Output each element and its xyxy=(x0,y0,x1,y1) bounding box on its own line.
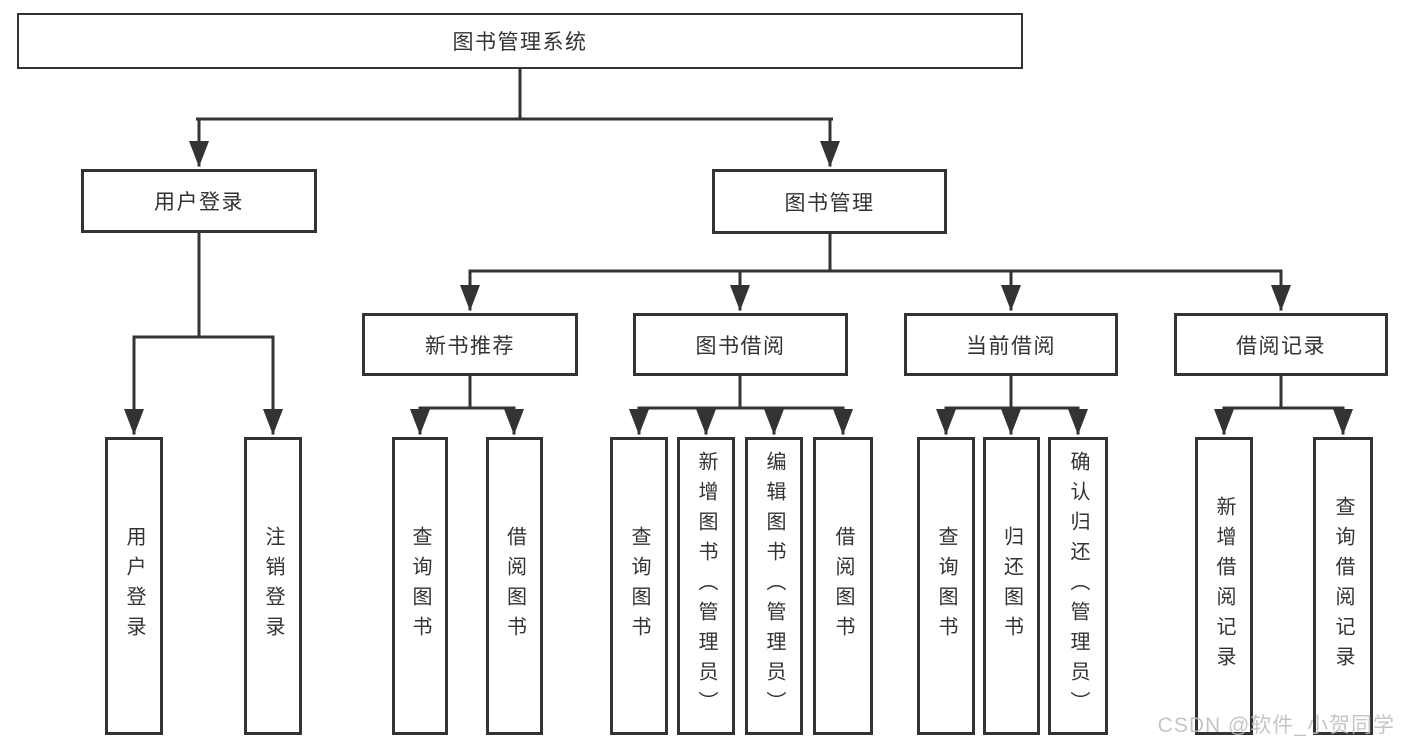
leaf-br-add-record: 新增借阅记录 xyxy=(1195,437,1253,735)
node-user-login: 用户登录 xyxy=(81,169,317,233)
leaf-bb-borrow-books-label: 借阅图书 xyxy=(832,526,854,646)
leaf-bb-query-books-label: 查询图书 xyxy=(628,526,650,646)
node-root-label: 图书管理系统 xyxy=(452,31,588,54)
node-book-management: 图书管理 xyxy=(712,169,947,234)
leaf-logout-label: 注销登录 xyxy=(262,526,284,646)
leaf-br-query-record-label: 查询借阅记录 xyxy=(1332,496,1354,676)
leaf-bb-add-books-admin-label: 新增图书（管理员） xyxy=(695,451,717,721)
node-current-borrowing: 当前借阅 xyxy=(904,313,1118,376)
leaf-cb-return-books-label: 归还图书 xyxy=(1000,526,1023,646)
node-borrowing-records-label: 借阅记录 xyxy=(1236,334,1326,358)
node-book-borrowing: 图书借阅 xyxy=(633,313,848,376)
leaf-nb-borrow-books-label: 借阅图书 xyxy=(503,526,526,646)
leaf-bb-edit-books-admin: 编辑图书（管理员） xyxy=(745,437,803,735)
node-new-book-recommendation-label: 新书推荐 xyxy=(425,334,515,358)
watermark: CSDN @软件_小贺同学 xyxy=(1157,714,1395,737)
leaf-nb-borrow-books: 借阅图书 xyxy=(486,437,543,735)
leaf-bb-query-books: 查询图书 xyxy=(610,437,668,735)
leaf-nb-query-books-label: 查询图书 xyxy=(409,526,431,646)
leaf-bb-edit-books-admin-label: 编辑图书（管理员） xyxy=(763,451,785,721)
node-root-system: 图书管理系统 xyxy=(17,13,1023,69)
leaf-cb-query-books-label: 查询图书 xyxy=(935,526,957,646)
leaf-user-login-label: 用户登录 xyxy=(123,526,145,646)
node-book-management-label: 图书管理 xyxy=(784,191,875,215)
node-user-login-label: 用户登录 xyxy=(154,191,244,214)
node-current-borrowing-label: 当前借阅 xyxy=(966,334,1056,358)
leaf-logout: 注销登录 xyxy=(244,437,302,735)
leaf-user-login: 用户登录 xyxy=(105,437,163,735)
leaf-br-query-record: 查询借阅记录 xyxy=(1313,437,1373,735)
leaf-bb-add-books-admin: 新增图书（管理员） xyxy=(677,437,735,735)
leaf-cb-confirm-return-admin: 确认归还（管理员） xyxy=(1048,437,1108,735)
leaf-cb-return-books: 归还图书 xyxy=(983,437,1040,735)
node-borrowing-records: 借阅记录 xyxy=(1174,313,1388,376)
leaf-cb-confirm-return-admin-label: 确认归还（管理员） xyxy=(1067,451,1089,721)
leaf-br-add-record-label: 新增借阅记录 xyxy=(1213,496,1235,676)
node-book-borrowing-label: 图书借阅 xyxy=(695,334,786,358)
leaf-bb-borrow-books: 借阅图书 xyxy=(813,437,873,735)
leaf-nb-query-books: 查询图书 xyxy=(392,437,448,735)
node-new-book-recommendation: 新书推荐 xyxy=(362,313,578,376)
leaf-cb-query-books: 查询图书 xyxy=(917,437,975,735)
